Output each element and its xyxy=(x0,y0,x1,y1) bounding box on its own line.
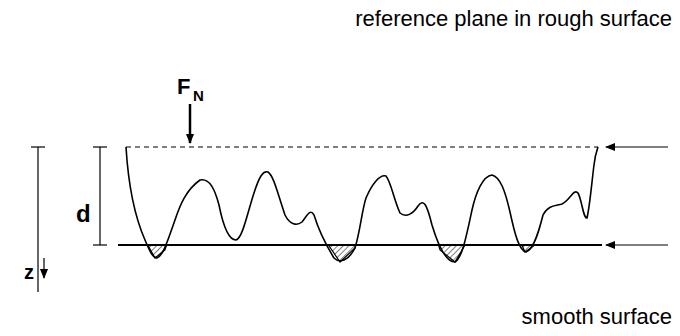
smooth-pointer xyxy=(606,244,668,245)
force-arrow xyxy=(189,104,192,143)
dimension-label: d xyxy=(76,202,91,226)
asperity-overlap xyxy=(126,245,598,262)
smooth-surface-line xyxy=(118,244,602,246)
dimension-d xyxy=(93,147,107,245)
force-symbol: F xyxy=(177,76,190,98)
surface-label: smooth surface xyxy=(522,306,672,328)
plane-label: reference plane in rough surface xyxy=(355,8,672,30)
axis-label: z xyxy=(24,262,34,282)
reference-pointer xyxy=(606,146,668,147)
force-subscript: N xyxy=(193,88,204,103)
reference-plane xyxy=(126,146,598,147)
